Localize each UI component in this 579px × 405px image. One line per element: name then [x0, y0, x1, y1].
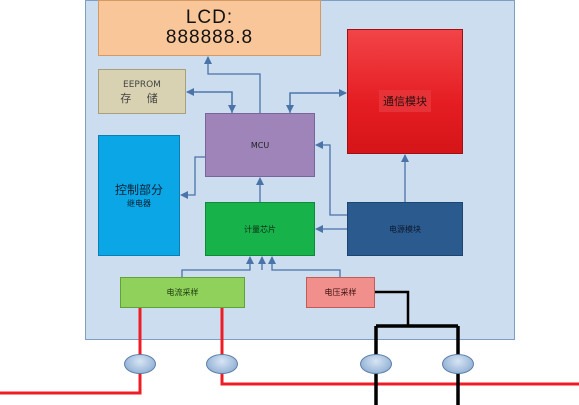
- arrow-mcu-to-control: [180, 156, 205, 199]
- power-module-label: 电源模块: [389, 224, 421, 234]
- communication-module-label: 通信模块: [379, 90, 431, 112]
- metering-chip-block: 计量芯片: [205, 202, 315, 256]
- eeprom-label: EEPROM: [123, 79, 161, 90]
- control-label: 控制部分: [114, 182, 163, 197]
- eeprom-storage-block: EEPROM 存 储: [98, 69, 186, 114]
- current-sampling-block: 电流采样: [120, 277, 245, 308]
- relay-label: 继电器: [127, 198, 151, 208]
- current-transformer-left: [124, 354, 156, 374]
- arrow-mcu-to-comm: [289, 89, 347, 113]
- voltage-sampling-block: 电压采样: [306, 277, 375, 308]
- voltage-sampling-label: 电压采样: [324, 288, 357, 297]
- mcu-block: MCU: [205, 113, 315, 177]
- control-relay-block: 控制部分 继电器: [98, 135, 180, 256]
- arrow-mcu-to-eeprom: [186, 88, 233, 113]
- voltage-sensor-right: [442, 354, 474, 374]
- arrow-comm-to-mcu: [286, 92, 346, 113]
- communication-module-block: 通信模块: [347, 29, 463, 154]
- lcd-display-block: LCD: 888888.8: [98, 0, 321, 56]
- arrow-current-sampling-to-metering: [181, 256, 254, 277]
- storage-label: 存 储: [120, 91, 164, 105]
- current-sampling-label: 电流采样: [166, 288, 199, 297]
- arrow-mcu-to-lcd: [204, 56, 261, 113]
- lcd-reading: 888888.8: [165, 27, 254, 48]
- lcd-label: LCD:: [185, 7, 234, 28]
- power-module-block: 电源模块: [347, 202, 463, 256]
- metering-chip-label: 计量芯片: [244, 224, 276, 234]
- voltage-line-feed: [375, 290, 410, 326]
- mcu-label: MCU: [250, 140, 270, 150]
- arrow-voltage-sampling-to-metering: [268, 256, 341, 277]
- current-line-left: [0, 308, 142, 395]
- current-line-right: [220, 308, 579, 386]
- current-transformer-right: [206, 354, 238, 374]
- arrow-power-to-mcu: [315, 141, 347, 216]
- arrow-eeprom-to-mcu: [187, 91, 236, 113]
- voltage-sensor-left: [360, 354, 392, 374]
